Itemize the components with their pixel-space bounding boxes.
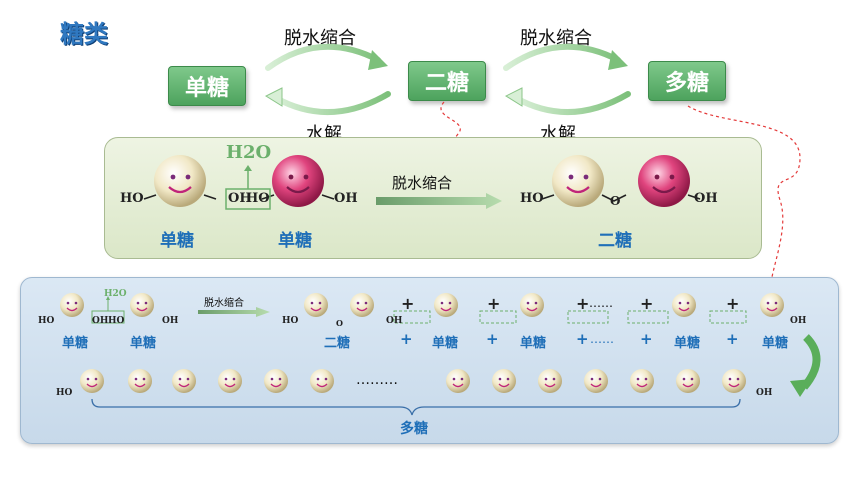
p1-prod-o: O: [610, 194, 621, 208]
p2-dots-mid: ……: [590, 332, 614, 346]
p2-chain-dots: ………: [356, 372, 398, 388]
p2-mono-label-1: 单糖: [62, 336, 89, 351]
p1-mono-label-1: 单糖: [160, 231, 194, 251]
p2-plus-4: +: [640, 330, 653, 348]
p2-poly-label: 多糖: [400, 421, 428, 437]
p1-ho-mid: HO: [246, 191, 270, 206]
p2-mono-label-a: 单糖: [432, 336, 459, 351]
p1-arrow-label: 脱水缩合: [392, 174, 453, 192]
disaccharide-box: 二糖: [408, 61, 486, 101]
p1-ho-left: HO: [120, 191, 144, 206]
p1-oh-mid: OH: [228, 191, 252, 206]
p2-ho-2: HO: [108, 316, 125, 326]
p2-mono-label-c: 单糖: [674, 336, 701, 351]
p2-water-1: H2O: [104, 289, 127, 299]
p1-prod-ho: HO: [520, 191, 544, 206]
monosaccharide-box: 单糖: [168, 66, 246, 106]
page-title: 糖类: [60, 20, 108, 48]
p2-ho-1: HO: [38, 316, 55, 326]
p2-ho-3: HO: [282, 316, 299, 326]
p1-oh-right: OH: [334, 191, 358, 206]
p2-dots-top: ……: [589, 296, 613, 310]
p1-di-label: 二糖: [598, 231, 632, 251]
panel2-diagram: [59, 292, 821, 416]
p2-oh-end: OH: [790, 316, 807, 326]
p2-plus-top-5: +: [726, 294, 740, 313]
p2-arrow-label: 脱水缩合: [204, 298, 244, 309]
p2-mono-label-2: 单糖: [130, 336, 157, 351]
p2-plus-1: +: [400, 330, 413, 348]
polysaccharide-box: 多糖: [648, 61, 726, 101]
p2-plus-top-1: +: [401, 294, 415, 313]
p2-mono-label-b: 单糖: [520, 336, 547, 351]
p2-mono-label-d: 单糖: [762, 336, 789, 351]
p2-oh-3: OH: [386, 316, 403, 326]
condense-label-2: 脱水缩合: [520, 28, 592, 49]
panel1-diagram: [143, 155, 701, 210]
p2-oh-2: OH: [162, 316, 179, 326]
p2-plus-top-3: +: [576, 294, 590, 313]
p2-plus-top-4: +: [640, 294, 654, 313]
p2-plus-3: +: [576, 330, 589, 348]
p1-mono-label-2: 单糖: [278, 231, 312, 251]
p1-prod-oh: OH: [694, 191, 718, 206]
p2-oh-1: OH: [92, 316, 109, 326]
p2-chain-oh: OH: [756, 388, 773, 398]
p2-plus-5: +: [726, 330, 739, 348]
p2-plus-top-2: +: [487, 294, 501, 313]
p2-plus-2: +: [486, 330, 499, 348]
condense-label-1: 脱水缩合: [284, 28, 356, 49]
p2-o-1: O: [336, 318, 343, 328]
p2-chain-ho: HO: [56, 388, 73, 398]
polysaccharide-panel: [20, 277, 839, 444]
p1-water: H2O: [226, 142, 272, 163]
p2-di-label: 二糖: [324, 336, 351, 351]
